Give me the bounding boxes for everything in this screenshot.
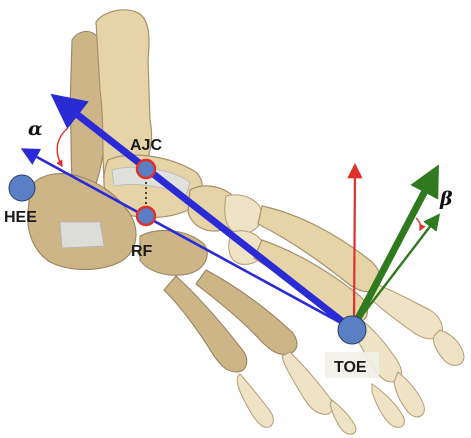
ajc-label: AJC: [130, 137, 162, 154]
midfoot-cartilage: [60, 222, 104, 248]
hee-label: HEE: [4, 209, 37, 226]
beta-angle-arc: [416, 218, 421, 230]
ajc-marker: [137, 160, 155, 178]
alpha-label: α: [28, 118, 43, 140]
toe-phalanx: [434, 330, 464, 365]
toe-label: TOE: [334, 359, 367, 376]
toe-marker: [338, 316, 366, 344]
toe-phalanx: [330, 400, 356, 434]
foot-bones: [28, 10, 464, 434]
rf-label: RF: [131, 243, 153, 260]
toe-phalanx: [237, 374, 273, 427]
beta-label: β: [439, 188, 453, 210]
cuneiform-bone: [225, 195, 262, 234]
hee-marker: [9, 175, 35, 201]
alpha-angle-arc: [57, 128, 68, 166]
vertical-reference-vector: [354, 166, 355, 326]
rf-marker: [137, 207, 155, 225]
